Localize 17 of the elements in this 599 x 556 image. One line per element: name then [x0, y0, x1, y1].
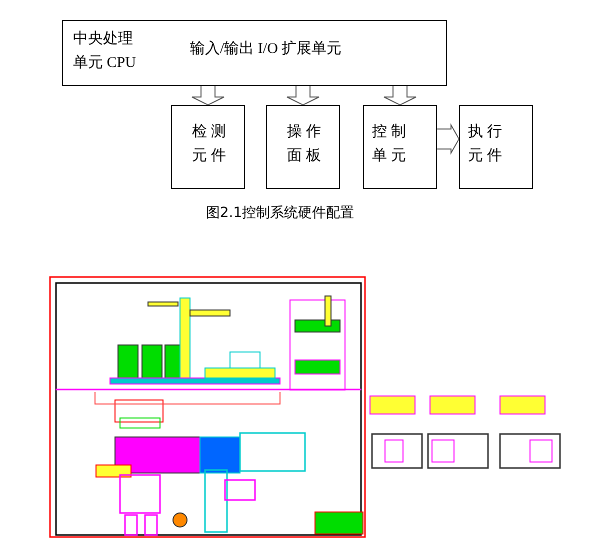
box-label: 操作面板: [287, 123, 326, 166]
processor-box: [62, 20, 161, 86]
box-label: 输入/输出 I/O 扩展单元: [190, 40, 343, 59]
box-label: 中央处理单元 CPU: [73, 30, 137, 73]
component-box: [459, 105, 533, 189]
block-arrow: [286, 86, 320, 106]
block-arrow: [436, 123, 460, 155]
box-label: 执行元件: [468, 122, 507, 166]
box-label: 检测元件: [192, 122, 231, 166]
component-box: [171, 105, 245, 189]
module-box: [160, 20, 447, 86]
component-box: [363, 105, 437, 189]
component-box: [266, 105, 340, 189]
box-label: 控制单元: [372, 122, 411, 166]
block-arrow: [384, 86, 416, 106]
figure-caption: 图2.1控制系统硬件配置: [204, 204, 356, 222]
block-arrow: [192, 86, 224, 106]
